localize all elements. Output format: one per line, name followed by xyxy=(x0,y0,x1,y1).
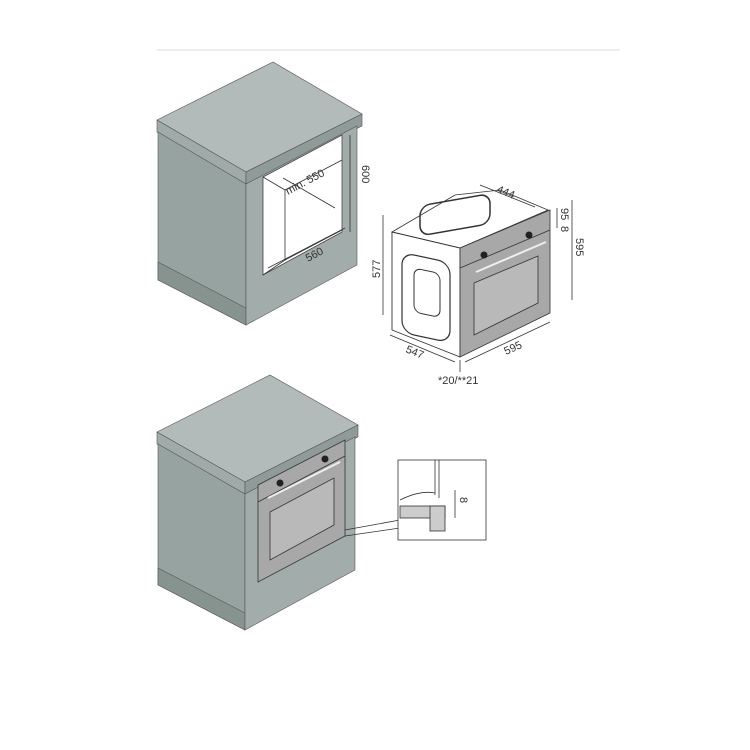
niche-height-label: 600 xyxy=(359,165,371,183)
detail-inset: 8 xyxy=(397,459,487,541)
detail-gap-label: 8 xyxy=(457,497,469,503)
cabinet-installed xyxy=(156,374,401,631)
oven-width-label: 595 xyxy=(502,339,524,357)
depth-dim-line xyxy=(282,177,336,209)
oven-front-thickness-label: *20/**21 xyxy=(438,375,478,387)
oven-height-label: 595 xyxy=(573,238,585,256)
oven-knob-icon xyxy=(525,231,533,239)
oven-gap-label: 8 xyxy=(558,226,570,232)
oven-knob-icon xyxy=(276,479,284,487)
oven-panel-label: 95 xyxy=(558,208,570,220)
oven-handle xyxy=(475,241,547,273)
oven-dimensions: 444 95 8 595 577 547 595 *20/**21 xyxy=(371,184,585,387)
oven-depth-label: 547 xyxy=(404,344,426,362)
width-dim-line xyxy=(267,227,346,269)
oven-window xyxy=(473,255,539,336)
oven-knob-icon xyxy=(480,251,488,259)
oven-knob-icon xyxy=(321,455,329,463)
cabinet-niche: min. 550 600 560 xyxy=(156,61,371,326)
oven-body-height-label: 577 xyxy=(371,260,383,278)
